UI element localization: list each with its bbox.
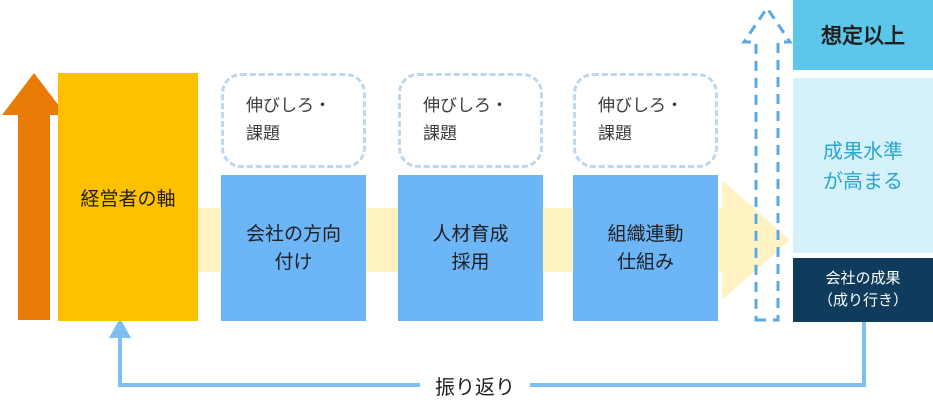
result-mid-label: 成果水準 が高まる (823, 138, 903, 193)
feedback-arrowhead (109, 318, 131, 338)
result-higher-level: 成果水準 が高まる (793, 78, 933, 253)
feedback-label: 振り返り (420, 371, 530, 399)
result-above-expectation: 想定以上 (793, 0, 933, 70)
growth-note-1: 伸びしろ・ 課題 (221, 73, 366, 168)
left-up-arrow (2, 73, 66, 320)
growth-note-2: 伸びしろ・ 課題 (398, 73, 543, 168)
step-organization: 組織連動 仕組み (573, 175, 718, 321)
dashed-up-arrow (741, 5, 793, 322)
step-direction: 会社の方向 付け (221, 175, 366, 321)
growth-note-label: 伸びしろ・ 課題 (598, 96, 683, 144)
step-label: 会社の方向 付け (245, 222, 341, 274)
step-talent: 人材育成 採用 (398, 175, 543, 321)
growth-note-label: 伸びしろ・ 課題 (246, 96, 331, 144)
feedback-text: 振り返り (435, 374, 515, 399)
result-company-outcome: 会社の成果 （成り行き） (793, 258, 933, 322)
result-bottom-label: 会社の成果 （成り行き） (817, 269, 908, 309)
management-axis-label: 経営者の軸 (80, 187, 176, 210)
step-label: 人材育成 採用 (432, 222, 509, 274)
step-label: 組織連動 仕組み (607, 222, 684, 274)
growth-note-label: 伸びしろ・ 課題 (423, 96, 508, 144)
result-top-label: 想定以上 (821, 24, 905, 48)
growth-note-3: 伸びしろ・ 課題 (573, 73, 718, 168)
management-axis-box: 経営者の軸 (58, 73, 198, 321)
